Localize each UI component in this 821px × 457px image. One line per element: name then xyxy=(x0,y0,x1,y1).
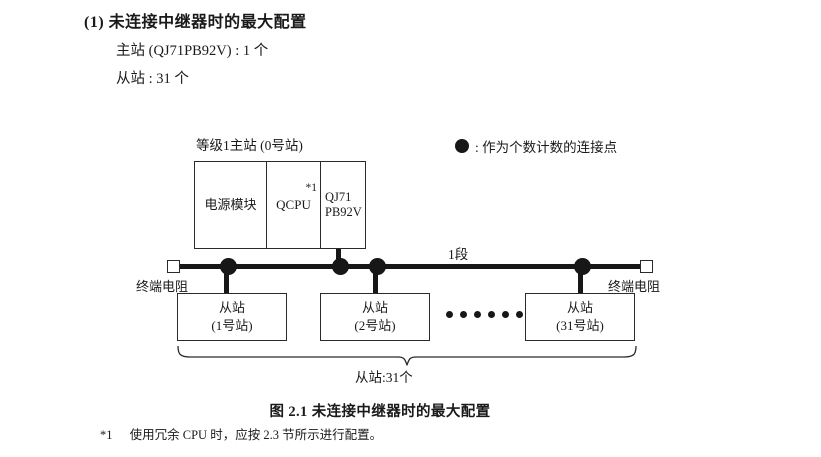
cpu-footnote-marker: *1 xyxy=(305,182,318,194)
ellipsis-dot xyxy=(446,311,453,318)
slave-name-2: 从站 xyxy=(361,300,388,316)
ellipsis-dot xyxy=(516,311,523,318)
connection-dot-master xyxy=(332,258,349,275)
network-module-cell: QJ71 PB92V xyxy=(321,162,365,248)
drop-line-slave-31 xyxy=(578,266,583,294)
legend-label: : 作为个数计数的连接点 xyxy=(475,140,618,155)
footnote-text: 使用冗余 CPU 时，应按 2.3 节所示进行配置。 xyxy=(129,428,383,442)
spec-slave-line: 从站 : 31 个 xyxy=(116,71,189,87)
ellipsis-dot xyxy=(460,311,467,318)
cpu-module-cell: QCPU *1 xyxy=(267,162,321,248)
slave-count-brace xyxy=(174,346,640,366)
segment-label: 1段 xyxy=(448,247,469,262)
cpu-module-label: QCPU xyxy=(276,197,311,213)
footnote: *1 使用冗余 CPU 时，应按 2.3 节所示进行配置。 xyxy=(100,424,382,443)
page-title: (1) 未连接中继器时的最大配置 xyxy=(84,8,604,32)
spec-master-line: 主站 (QJ71PB92V) : 1 个 xyxy=(116,43,269,59)
master-station-label: 等级1主站 (0号站) xyxy=(196,138,303,153)
slave-station-box-2: 从站 (2号站) xyxy=(320,293,430,341)
network-module-line2: PB92V xyxy=(325,205,362,219)
filled-circle-icon xyxy=(455,139,469,153)
terminating-resistor-right-label: 终端电阻 xyxy=(608,279,661,294)
slave-station-box-31: 从站 (31号站) xyxy=(525,293,635,341)
legend: : 作为个数计数的连接点 xyxy=(455,136,617,156)
ellipsis-dots xyxy=(446,311,523,318)
network-module-line1: QJ71 xyxy=(325,190,352,205)
footnote-marker: *1 xyxy=(100,428,113,442)
drop-line-slave-2 xyxy=(373,266,378,294)
connection-dot-slave-31 xyxy=(574,258,591,275)
section-number: (1) xyxy=(84,14,105,31)
power-supply-module-cell: 电源模块 xyxy=(195,162,267,248)
heading-block: (1) 未连接中继器时的最大配置 主站 (QJ71PB92V) : 1 个 从站… xyxy=(84,8,604,88)
slave-count-label: 从站:31个 xyxy=(355,370,413,385)
slave-name-31: 从站 xyxy=(566,300,593,316)
terminating-resistor-right-icon xyxy=(640,260,653,273)
connection-dot-slave-1 xyxy=(220,258,237,275)
section-title: 未连接中继器时的最大配置 xyxy=(108,14,307,31)
terminating-resistor-left-label: 终端电阻 xyxy=(136,279,189,294)
slave-name-1: 从站 xyxy=(218,300,245,316)
bus-trunk-line xyxy=(179,264,641,269)
ellipsis-dot xyxy=(488,311,495,318)
slave-station-number-1: (1号站) xyxy=(211,318,253,333)
slave-station-number-31: (31号站) xyxy=(556,318,604,333)
network-module-label: QJ71 PB92V xyxy=(325,190,362,220)
figure-caption: 图 2.1 未连接中继器时的最大配置 xyxy=(269,404,491,420)
slave-station-box-1: 从站 (1号站) xyxy=(177,293,287,341)
connection-dot-slave-2 xyxy=(369,258,386,275)
ellipsis-dot xyxy=(502,311,509,318)
drop-line-slave-1 xyxy=(224,266,229,294)
slave-station-number-2: (2号站) xyxy=(354,318,396,333)
terminating-resistor-left-icon xyxy=(167,260,180,273)
master-station-box: 电源模块 QCPU *1 QJ71 PB92V xyxy=(194,161,366,249)
ellipsis-dot xyxy=(474,311,481,318)
